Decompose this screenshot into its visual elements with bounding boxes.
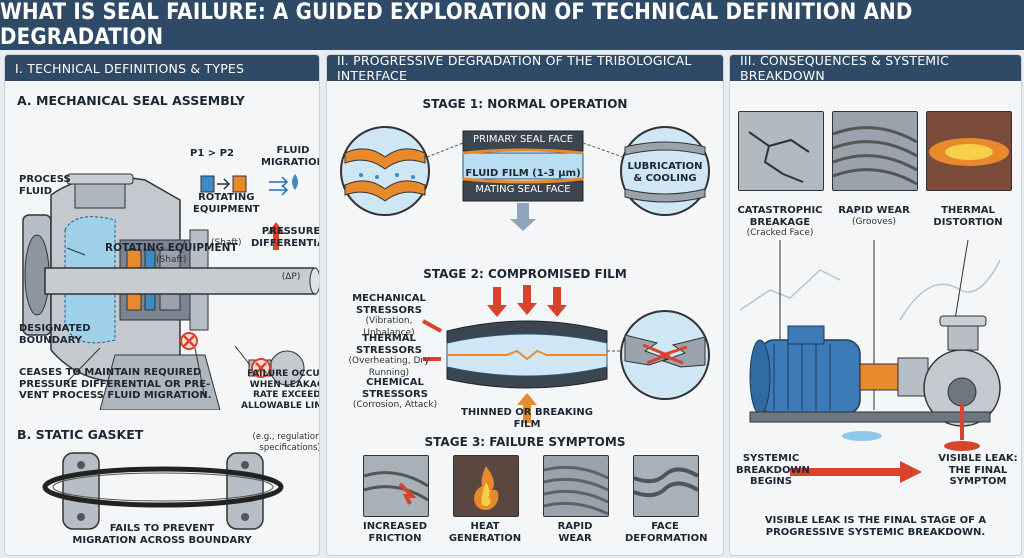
rotating-equipment-shaft-label: ROTATING EQUIPMENT (Shaft) [105, 242, 238, 265]
static-gasket-illustration [42, 452, 284, 530]
designated-boundary-label: DESIGNATED BOUNDARY [19, 323, 91, 346]
title-bar: WHAT IS SEAL FAILURE: A GUIDED EXPLORATI… [0, 0, 1024, 50]
stage-3-heading: STAGE 3: FAILURE SYMPTOMS [424, 435, 626, 449]
pressure-differential-label: PRESSURE DIFFERENTIAL (ΔP) [251, 226, 320, 282]
thermal-stressors-label: THERMAL STRESSORS (Overheating, Dry Runn… [348, 333, 430, 378]
panel-definitions: I. TECHNICAL DEFINITIONS & TYPES A. MECH… [4, 54, 320, 556]
panel-consequences: III. CONSEQUENCES & SYSTEMIC BREAKDOWN C… [729, 54, 1022, 556]
lubrication-label: LUBRICATION & COOLING [627, 161, 703, 184]
panel-header: II. PROGRESSIVE DEGRADATION OF THE TRIBO… [327, 55, 723, 83]
panel-degradation: II. PROGRESSIVE DEGRADATION OF THE TRIBO… [326, 54, 724, 556]
consequence-label: CATASTROPHIC BREAKAGE (Cracked Face) [737, 205, 823, 238]
chemical-stressors-label: CHEMICAL STRESSORS (Corrosion, Attack) [352, 377, 438, 410]
final-note: VISIBLE LEAK IS THE FINAL STAGE OF A PRO… [764, 515, 987, 538]
consequence-label: THERMAL DISTORTION [933, 205, 1003, 228]
thermal-distortion-image [926, 111, 1012, 191]
fluid-film-label: FLUID FILM (1-3 μm) [465, 168, 581, 179]
stage-2-illustration [422, 285, 710, 423]
thinned-film-label: THINNED OR BREAKING FILM [461, 407, 593, 430]
systemic-breakdown-label: SYSTEMIC BREAKDOWN BEGINS [736, 453, 810, 487]
consequence-label: RAPID WEAR (Grooves) [838, 205, 910, 227]
symptom-heat-image [453, 455, 519, 517]
symptom-label: RAPID WEAR [557, 521, 593, 544]
section-a-heading: A. MECHANICAL SEAL ASSEMBLY [17, 93, 245, 108]
grooves-image [832, 111, 918, 191]
stage-1-heading: STAGE 1: NORMAL OPERATION [422, 97, 628, 111]
symptom-label: FACE DEFORMATION [625, 521, 708, 544]
cracked-face-image [738, 111, 824, 191]
fails-prevent-label: FAILS TO PREVENT MIGRATION ACROSS BOUNDA… [72, 523, 252, 546]
rotating-equipment-small-label: ROTATING EQUIPMENT (Shaft) [193, 192, 260, 248]
mechanical-stressors-label: MECHANICAL STRESSORS (Vibration, Unbalan… [352, 293, 426, 338]
symptom-label: INCREASED FRICTION [362, 521, 428, 544]
ceases-definition: CEASES TO MAINTAIN REQUIRED PRESSURE DIF… [19, 367, 212, 401]
stage-1-illustration [340, 126, 710, 231]
panel-header: I. TECHNICAL DEFINITIONS & TYPES [5, 55, 319, 81]
symptom-wear-image [543, 455, 609, 517]
mating-seal-face-label: MATING SEAL FACE [475, 184, 571, 195]
p1-p2-label: P1 > P2 [190, 148, 234, 159]
stage-2-heading: STAGE 2: COMPROMISED FILM [423, 267, 627, 281]
systemic-breakdown-illustration [739, 240, 1001, 483]
section-b-heading: B. STATIC GASKET [17, 427, 144, 442]
visible-leak-label: VISIBLE LEAK: THE FINAL SYMPTOM [938, 453, 1018, 487]
panel-header: III. CONSEQUENCES & SYSTEMIC BREAKDOWN [730, 55, 1021, 83]
failure-occurs-label: FAILURE OCCURS WHEN LEAKAGE RATE EXCEEDS… [241, 369, 320, 453]
page-title: WHAT IS SEAL FAILURE: A GUIDED EXPLORATI… [0, 0, 913, 50]
fluid-migration-label: FLUID MIGRATION [261, 145, 320, 168]
symptom-deformation-image [633, 455, 699, 517]
process-fluid-label: PROCESS FLUID [19, 174, 71, 197]
primary-seal-face-label: PRIMARY SEAL FACE [472, 134, 574, 145]
mechanical-seal-illustration [22, 173, 319, 410]
symptom-friction-image [363, 455, 429, 517]
symptom-label: HEAT GENERATION [448, 521, 522, 544]
